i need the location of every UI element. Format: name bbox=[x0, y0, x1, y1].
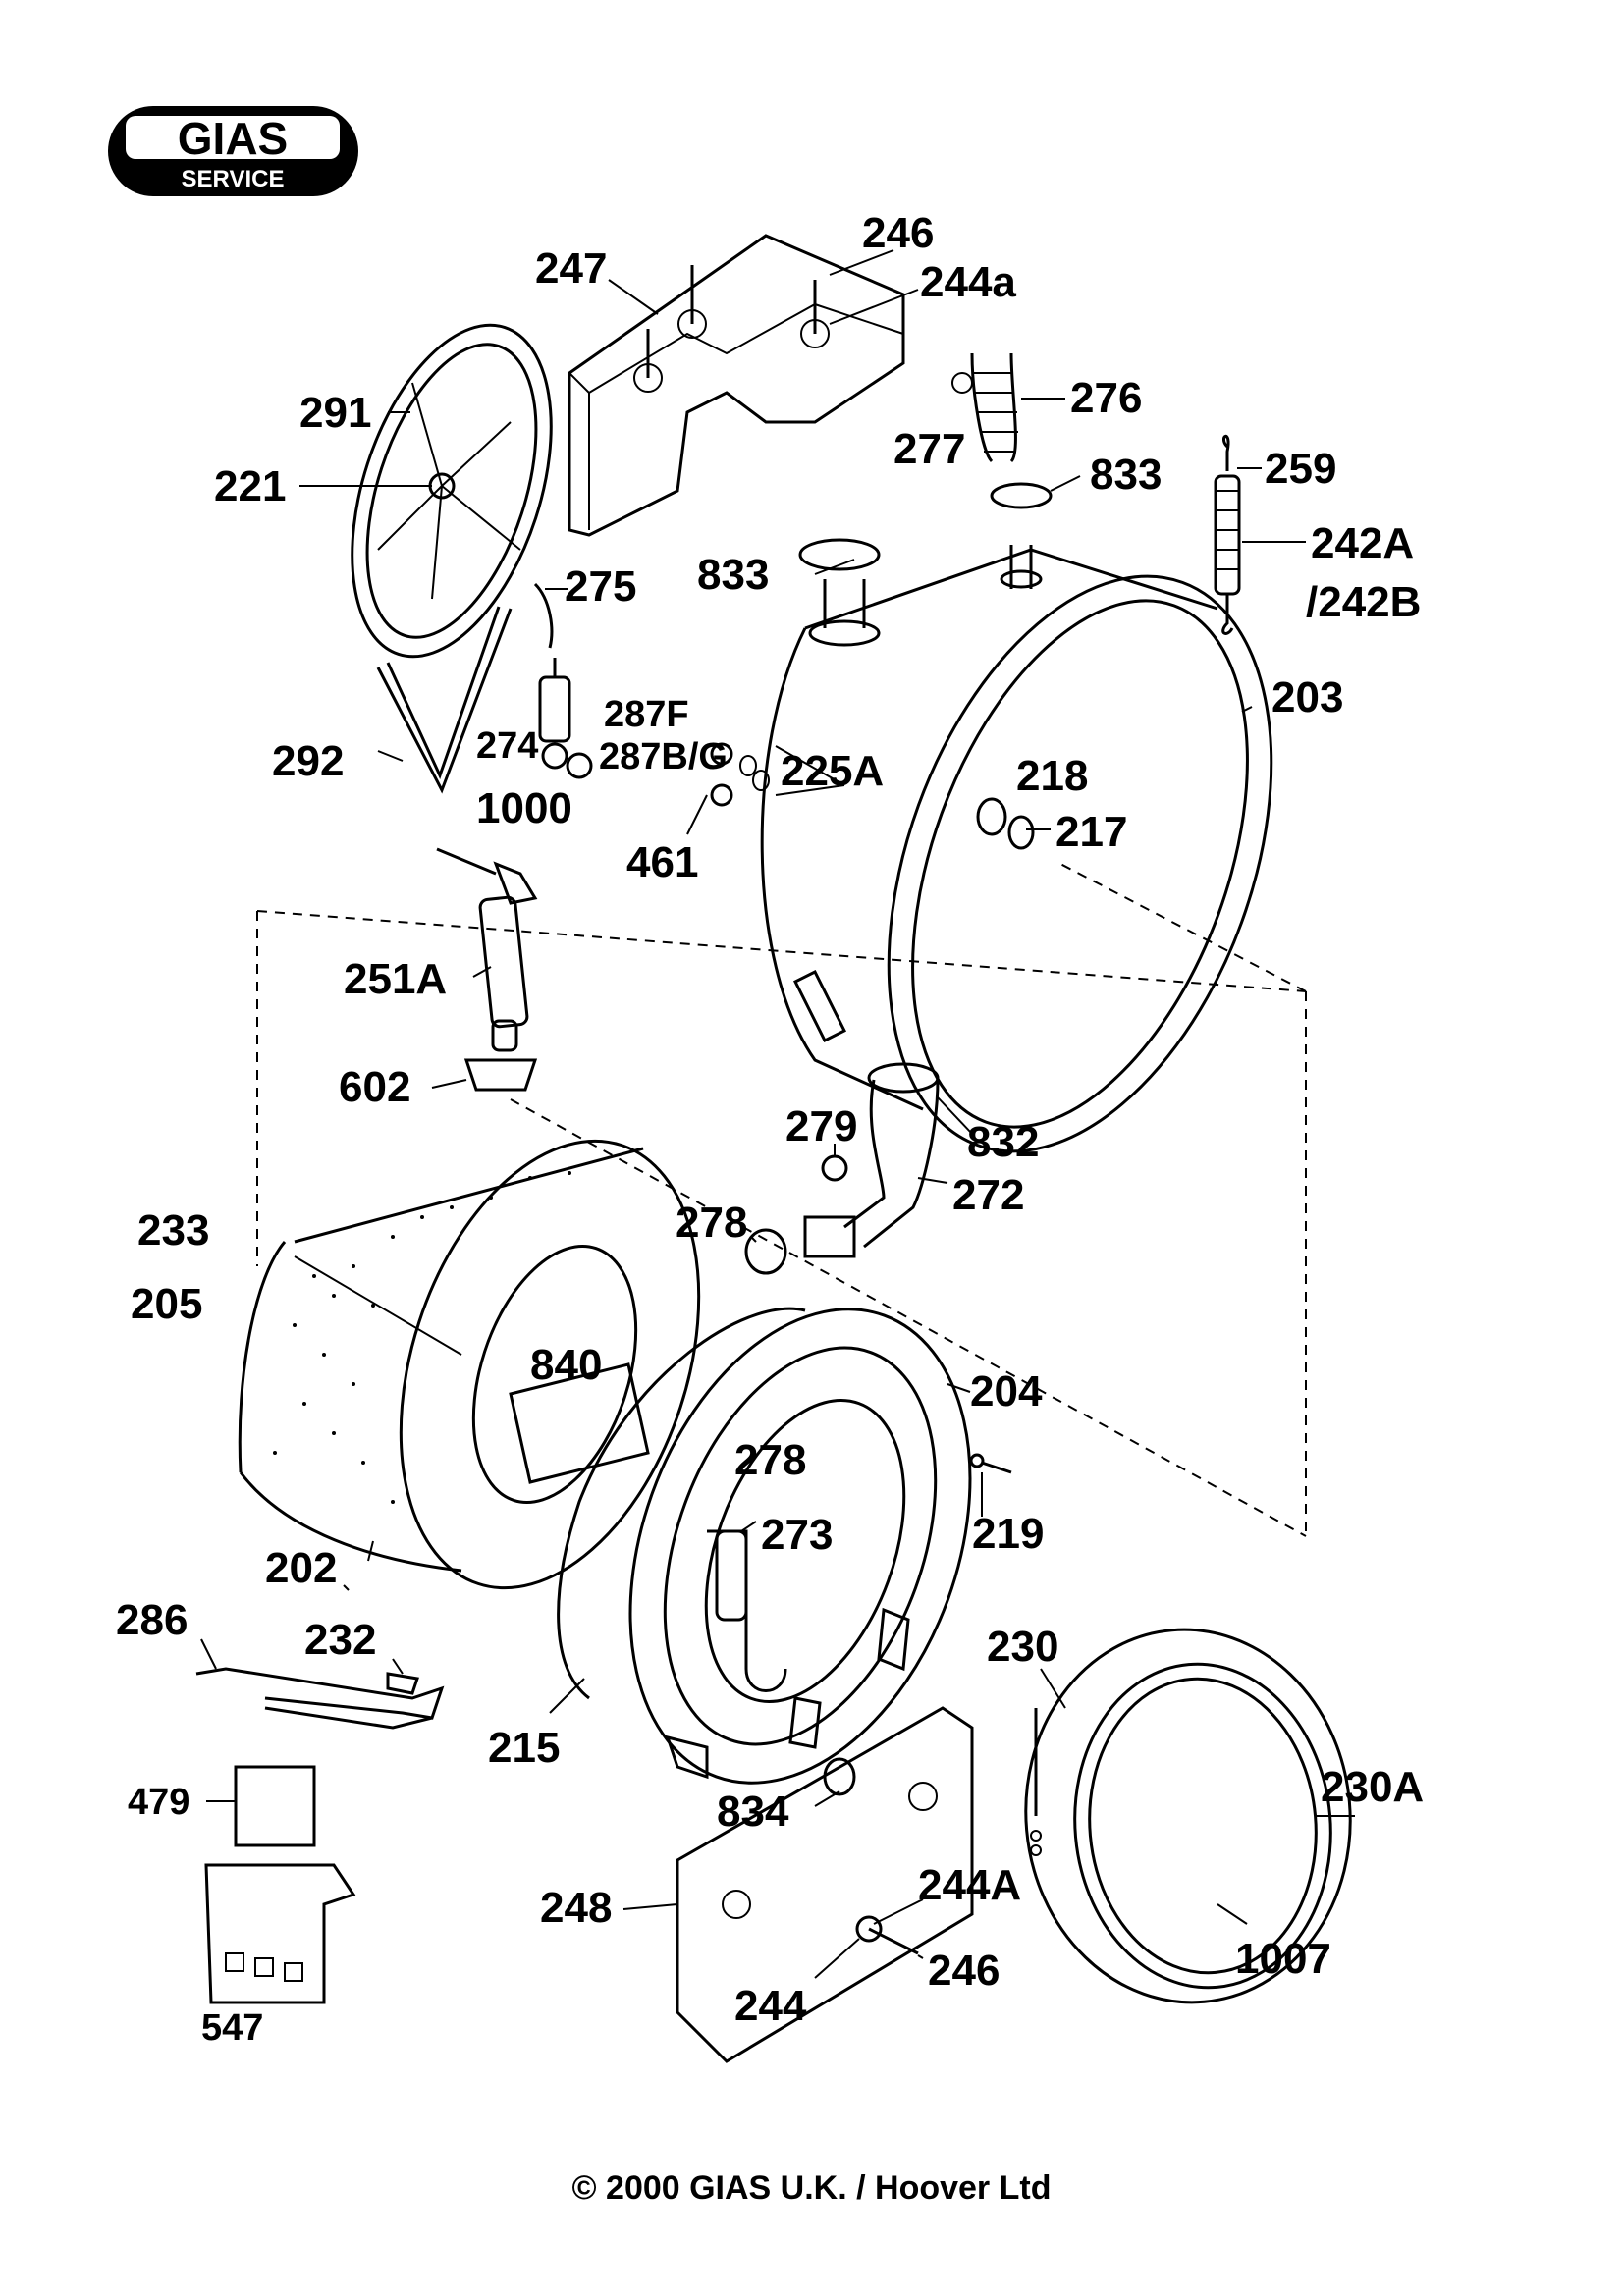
label-247: 247 bbox=[535, 244, 607, 293]
label-273: 273 bbox=[761, 1511, 833, 1559]
label-461: 461 bbox=[626, 838, 698, 886]
pulley bbox=[351, 323, 553, 659]
label-205: 205 bbox=[131, 1280, 202, 1328]
label-286: 286 bbox=[116, 1596, 188, 1644]
label-833-left: 833 bbox=[697, 551, 769, 599]
label-277: 277 bbox=[893, 425, 965, 473]
alignment-lines bbox=[256, 863, 1307, 1537]
label-833-right: 833 bbox=[1090, 451, 1162, 499]
tension-spring bbox=[1214, 434, 1241, 635]
part-labels: 247 246 244a 291 221 276 277 833 259 242… bbox=[116, 209, 1424, 2049]
copyright-notice: © 2000 GIAS U.K. / Hoover Ltd bbox=[571, 2169, 1052, 2207]
drive-belt bbox=[376, 606, 513, 794]
label-832: 832 bbox=[967, 1118, 1039, 1166]
label-230A: 230A bbox=[1321, 1763, 1424, 1811]
label-1000: 1000 bbox=[476, 784, 572, 832]
label-246-bot: 246 bbox=[928, 1947, 1000, 1995]
leader-lines bbox=[200, 249, 1355, 1979]
label-251A: 251A bbox=[344, 955, 447, 1003]
label-202: 202 bbox=[265, 1544, 337, 1592]
electronic-module bbox=[204, 1765, 356, 2004]
label-292: 292 bbox=[272, 737, 344, 785]
label-1007: 1007 bbox=[1235, 1935, 1331, 1983]
label-215: 215 bbox=[488, 1724, 560, 1772]
label-287F: 287F bbox=[604, 694, 689, 735]
shock-absorber bbox=[436, 847, 538, 1092]
door-ring bbox=[1024, 1628, 1352, 2004]
sensor-parts bbox=[533, 582, 593, 779]
label-244A: 244A bbox=[918, 1861, 1021, 1909]
label-274: 274 bbox=[476, 725, 538, 767]
logo-brand: GIAS bbox=[178, 113, 288, 164]
label-248: 248 bbox=[540, 1884, 612, 1932]
screw-219 bbox=[969, 1453, 1012, 1474]
label-225A: 225A bbox=[781, 747, 884, 795]
top-counterweight bbox=[568, 234, 905, 537]
tub-fittings bbox=[710, 742, 845, 807]
label-204: 204 bbox=[970, 1367, 1043, 1415]
label-287BG: 287B/G bbox=[599, 736, 728, 777]
label-230: 230 bbox=[987, 1623, 1058, 1671]
drum-seal-ring bbox=[557, 1307, 806, 1700]
label-244: 244 bbox=[734, 1982, 807, 2030]
front-counterweight bbox=[676, 1706, 974, 2063]
label-203: 203 bbox=[1271, 673, 1343, 721]
label-242A: 242A bbox=[1311, 519, 1414, 567]
label-217: 217 bbox=[1055, 808, 1127, 856]
label-244a: 244a bbox=[920, 258, 1016, 306]
tub-front bbox=[628, 1308, 972, 1785]
label-840: 840 bbox=[530, 1341, 602, 1389]
label-291: 291 bbox=[299, 389, 371, 437]
inner-drum bbox=[238, 1139, 701, 1590]
label-242B: /242B bbox=[1306, 578, 1421, 626]
gias-service-logo: GIAS SERVICE bbox=[108, 106, 358, 196]
label-232: 232 bbox=[304, 1616, 376, 1664]
label-276: 276 bbox=[1070, 374, 1142, 422]
outer-tub bbox=[760, 538, 1273, 1153]
drum-perforations bbox=[273, 1171, 571, 1504]
label-221: 221 bbox=[214, 462, 286, 510]
label-278-mid: 278 bbox=[734, 1436, 806, 1484]
logo-subtitle: SERVICE bbox=[182, 166, 285, 192]
label-218: 218 bbox=[1016, 752, 1088, 800]
label-547: 547 bbox=[201, 2007, 263, 2049]
label-834: 834 bbox=[717, 1788, 789, 1836]
label-479: 479 bbox=[128, 1782, 189, 1823]
hose-spring bbox=[951, 352, 1053, 509]
heater-element bbox=[195, 1667, 445, 1730]
label-275: 275 bbox=[565, 562, 636, 611]
label-259: 259 bbox=[1265, 445, 1336, 493]
label-278-top: 278 bbox=[676, 1199, 747, 1247]
label-233: 233 bbox=[137, 1206, 209, 1255]
sump-hose bbox=[744, 1062, 940, 1275]
label-272: 272 bbox=[952, 1171, 1024, 1219]
label-279: 279 bbox=[785, 1102, 857, 1150]
label-246-top: 246 bbox=[862, 209, 934, 257]
label-219: 219 bbox=[972, 1510, 1044, 1558]
label-602: 602 bbox=[339, 1063, 410, 1111]
